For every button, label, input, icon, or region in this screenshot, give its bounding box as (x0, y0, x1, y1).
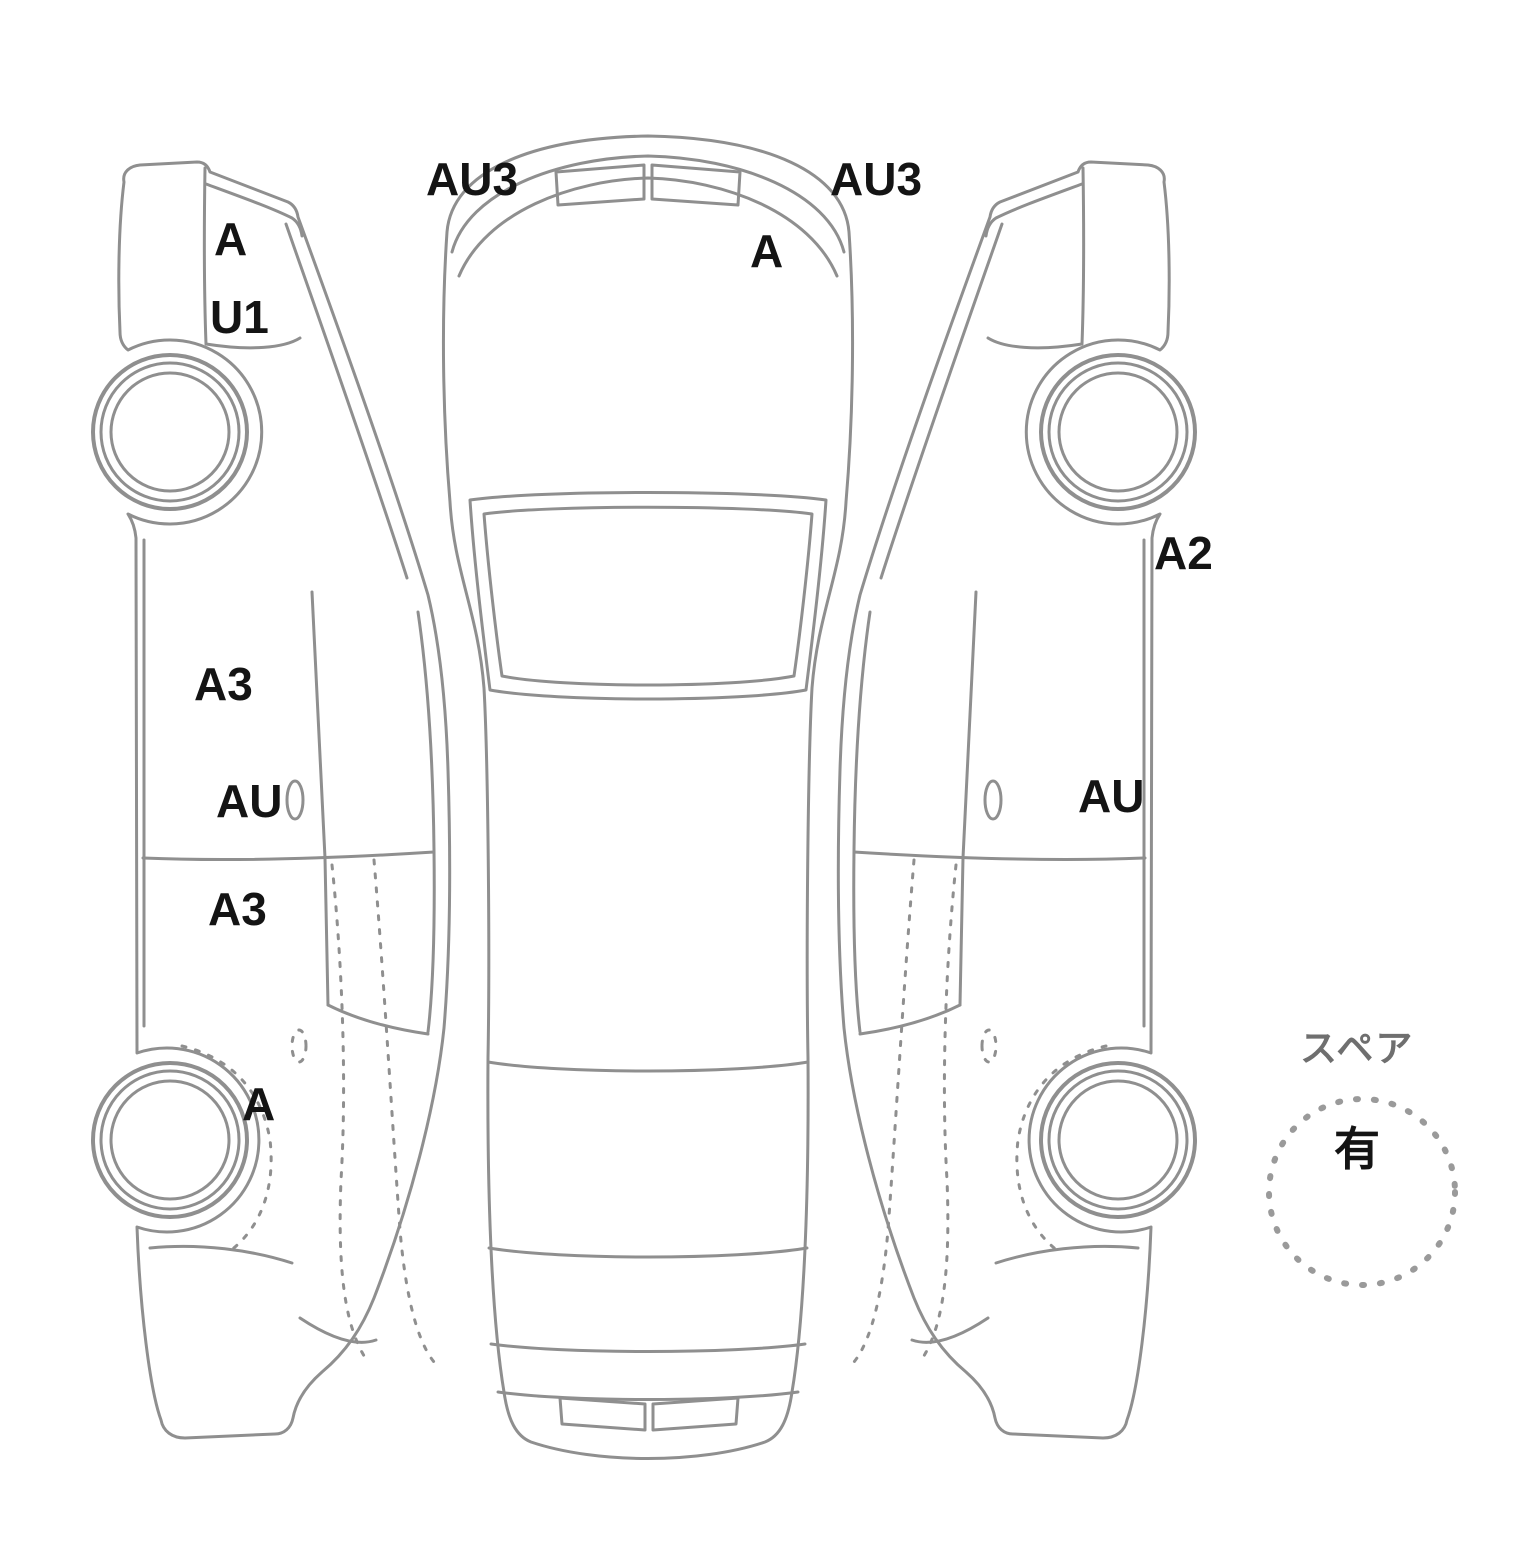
top-body-outline (441, 134, 855, 1460)
front-grille-left (554, 163, 646, 207)
damage-label-left-rear-door: A3 (208, 883, 267, 935)
windshield-outer (468, 491, 828, 701)
damage-label-left-front-fender-lower: U1 (210, 291, 269, 343)
front-grille-right (650, 163, 742, 207)
spare-tire-outline (1266, 1096, 1458, 1288)
rear-bumper-line (496, 1390, 800, 1401)
bumper-fender-seam (202, 166, 208, 346)
door-handle (285, 779, 305, 821)
damage-label-hood-right: A (750, 225, 784, 277)
side-body-outline (117, 160, 452, 1440)
top-view (441, 134, 855, 1460)
taillight-line (298, 1316, 378, 1344)
rear-window-bottom-line (487, 1246, 809, 1259)
rear-plate-left (558, 1396, 647, 1432)
front-wheel (91, 353, 249, 511)
spare-tire-status: 有 (1334, 1123, 1380, 1175)
damage-label-left-front-fender: A (214, 213, 248, 265)
damage-label-left-front-door-upper: A3 (194, 658, 253, 710)
hood-edge-line (204, 182, 304, 238)
beltline (310, 590, 330, 1007)
trunk-line (489, 1342, 807, 1353)
rear-wheel (91, 1061, 249, 1219)
windshield-pillar-line (284, 222, 409, 580)
rear-window-top-line (486, 1060, 810, 1073)
damage-label-front-window-left: AU3 (426, 153, 519, 205)
rear-bumper-seam (148, 1244, 294, 1265)
damage-label-left-rear-fender: A (242, 1078, 276, 1130)
windshield-inner (482, 505, 814, 687)
damage-label-left-front-door-handle: AU (216, 775, 283, 827)
rear-plate-right (651, 1396, 740, 1432)
hidden-edge-lines (180, 858, 436, 1364)
damage-label-right-front-door-handle: AU (1078, 770, 1145, 822)
damage-label-right-sill: A2 (1154, 527, 1213, 579)
cowl-line (204, 336, 302, 350)
door-seam (141, 850, 436, 862)
damage-label-front-window-right: AU3 (830, 153, 923, 205)
front-bumper-line2 (457, 176, 839, 278)
front-bumper-line (450, 154, 846, 254)
left-side-view (91, 160, 452, 1440)
window-top-line (416, 610, 436, 1034)
spare-tire-title: スペア (1300, 1028, 1415, 1069)
rear-window-line (326, 1003, 430, 1036)
